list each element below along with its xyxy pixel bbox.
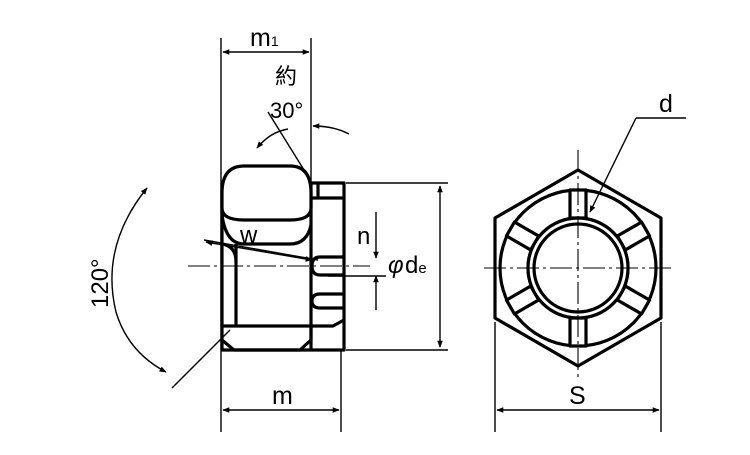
slot-upper	[310, 255, 344, 277]
angle-30-label: 30°	[270, 98, 303, 123]
phi-symbol: φ	[388, 252, 404, 279]
m1-label: m1	[250, 24, 279, 52]
d-leader	[589, 117, 637, 213]
n-label: n	[357, 223, 370, 250]
m-label: m	[272, 382, 293, 410]
angle-120-leader	[171, 329, 231, 389]
w-label: w	[239, 222, 258, 249]
w-dimension-line	[205, 240, 313, 262]
angle-30-arc-left	[256, 128, 289, 149]
side-view: m1 約 30° 120° w n φ de m	[87, 24, 448, 432]
radial-slots	[504, 188, 652, 348]
slot-lower	[310, 292, 344, 310]
chamfer-top	[220, 164, 313, 222]
angle-30-arc-right	[312, 123, 350, 135]
angle-120-label: 120°	[87, 258, 114, 308]
hex-bottom-chamfer	[220, 326, 313, 352]
de-label: de	[405, 252, 427, 279]
angle-30-leader	[267, 111, 310, 179]
hex-bottom-line	[222, 318, 345, 328]
d-label: d	[659, 90, 673, 118]
S-label: S	[569, 382, 586, 410]
angle-120-arc	[111, 187, 167, 373]
front-view: d S	[484, 90, 686, 432]
approx-label: 約	[275, 64, 297, 89]
castle-crown-outline	[311, 181, 346, 352]
